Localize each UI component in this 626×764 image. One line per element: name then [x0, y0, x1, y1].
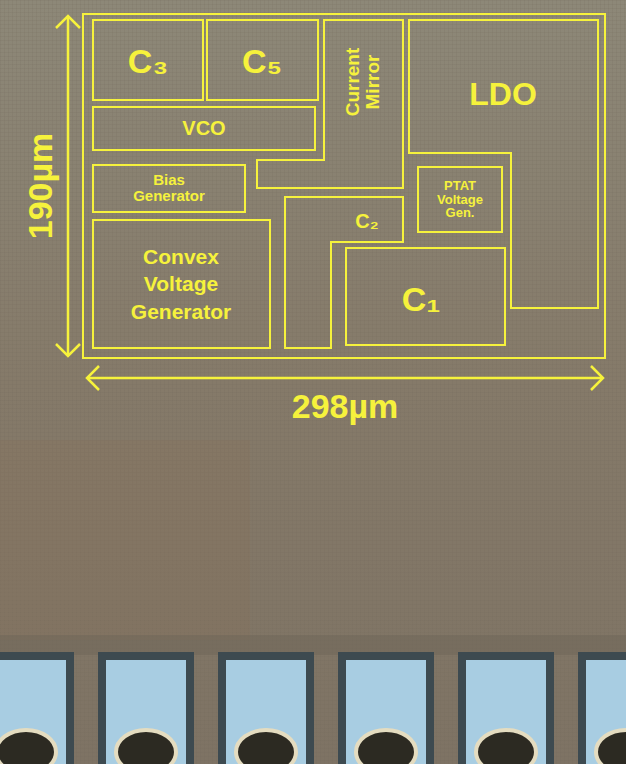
block-outline: [346, 248, 505, 345]
dimension-label: 298µm: [292, 387, 399, 426]
ptat-generator-block: PTAT Voltage Gen.: [418, 167, 502, 232]
block-outline: [409, 20, 598, 308]
capacitor-block: C₅: [207, 20, 318, 100]
block-label: C₁: [351, 281, 491, 318]
dimension-arrow: [87, 366, 603, 390]
convex-generator-block: Convex Voltage Generator: [93, 220, 270, 348]
block-outline: [409, 20, 598, 308]
bond-pad: [338, 652, 434, 764]
block-outline: [93, 220, 270, 348]
capacitor-block: C₁: [346, 248, 505, 345]
block-outline: [418, 167, 502, 232]
block-label: C₃: [98, 43, 198, 80]
bond-pad: [578, 652, 626, 764]
dimension-label: 190µm: [21, 133, 60, 240]
dimension-arrow: [56, 16, 80, 356]
block-outline: [93, 20, 203, 100]
current-mirror-block: Current Mirror: [257, 20, 403, 188]
block-label: PTAT Voltage Gen.: [421, 179, 499, 220]
block-label: C₅: [212, 43, 312, 80]
block-outline: [285, 197, 403, 348]
bond-pad: [0, 652, 74, 764]
ldo-block: LDO: [409, 20, 598, 308]
bias-generator-block: Bias Generator: [93, 165, 245, 212]
bond-pad: [458, 652, 554, 764]
block-outline: [257, 20, 403, 188]
block-label: Convex Voltage Generator: [106, 243, 256, 325]
bond-pad: [218, 652, 314, 764]
block-label: Current Mirror: [343, 30, 383, 134]
block-outline: [93, 107, 315, 150]
block-outline: [93, 165, 245, 212]
block-outline: [207, 20, 318, 100]
capacitor-block: C₂: [285, 197, 403, 348]
vco-block: VCO: [93, 107, 315, 150]
chip-outline: [83, 14, 605, 358]
bond-pad: [98, 652, 194, 764]
block-label: LDO: [418, 77, 588, 112]
block-outline: [285, 197, 403, 348]
block-label: Bias Generator: [119, 172, 219, 204]
capacitor-block: C₃: [93, 20, 203, 100]
die-discoloration: [0, 440, 250, 640]
bond-pads: [0, 652, 626, 764]
block-label: VCO: [99, 117, 309, 139]
block-label: C₂: [337, 210, 397, 232]
